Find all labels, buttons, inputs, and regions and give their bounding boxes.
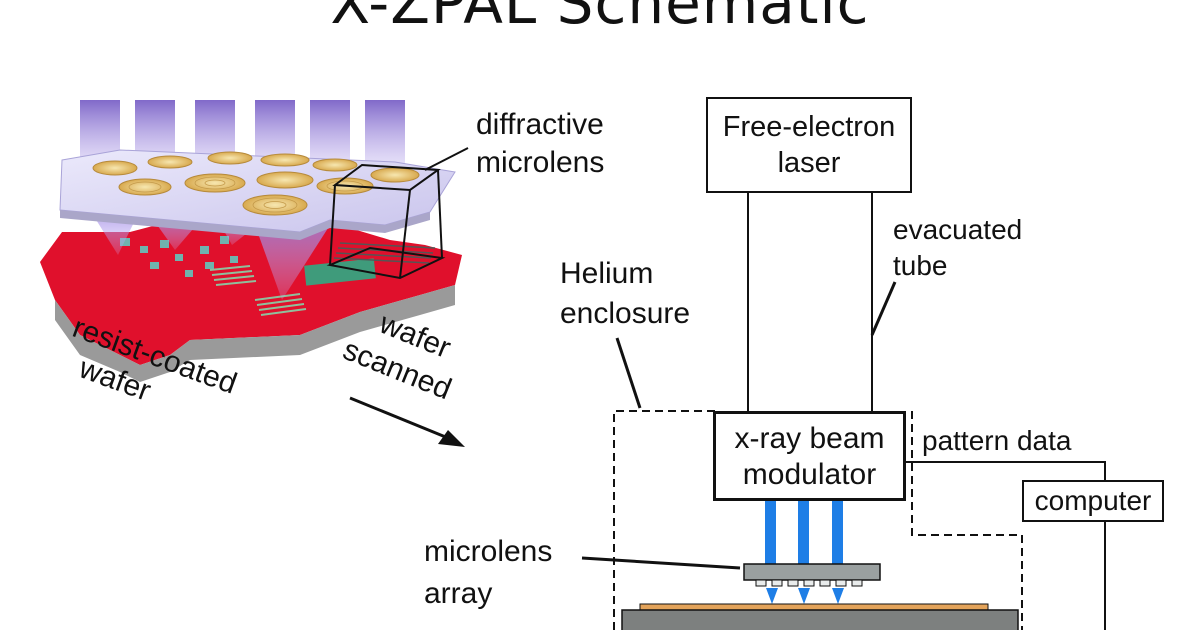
computer-label: computer (1034, 485, 1152, 516)
microlens-array-line2: array (424, 577, 493, 610)
microlens-highlight-box (326, 147, 469, 280)
evacuated-tube-line2: tube (893, 250, 948, 281)
computer-box: computer (1022, 480, 1164, 522)
helium-enclosure-outline (613, 410, 1023, 630)
microlens-array-label: microlens array (424, 531, 552, 615)
free-electron-laser-line1: Free-electron (722, 111, 896, 143)
diffractive-microlens-line2: microlens (476, 146, 605, 179)
beam-modulator-box: x-ray beam modulator (713, 411, 906, 501)
diffractive-microlens-label: diffractive microlens (476, 106, 604, 182)
evacuated-tube-label: evacuated tube (893, 212, 1022, 284)
page-title: X-ZPAL Schematic (330, 0, 870, 37)
helium-enclosure-label: Helium enclosure (560, 254, 690, 334)
helium-enclosure-line2: enclosure (560, 297, 691, 330)
helium-enclosure-line1: Helium (560, 257, 654, 290)
modulated-xray-beams (765, 500, 843, 565)
microlens-array-line1: microlens (424, 535, 553, 568)
wafer-scan-arrow (349, 396, 465, 447)
beam-modulator-line2: modulator (742, 458, 877, 491)
evacuated-tube-line1: evacuated (893, 214, 1023, 245)
beam-modulator-line1: x-ray beam (734, 422, 885, 455)
free-electron-laser-box: Free-electron laser (706, 97, 912, 193)
diffractive-microlens-line1: diffractive (476, 108, 604, 141)
pattern-data-label: pattern data (922, 425, 1072, 456)
resist-coated-wafer-shape (40, 222, 462, 382)
microlens-array-shape (743, 563, 881, 604)
free-electron-laser-line2: laser (777, 147, 841, 179)
wafer-stage (621, 603, 1019, 630)
